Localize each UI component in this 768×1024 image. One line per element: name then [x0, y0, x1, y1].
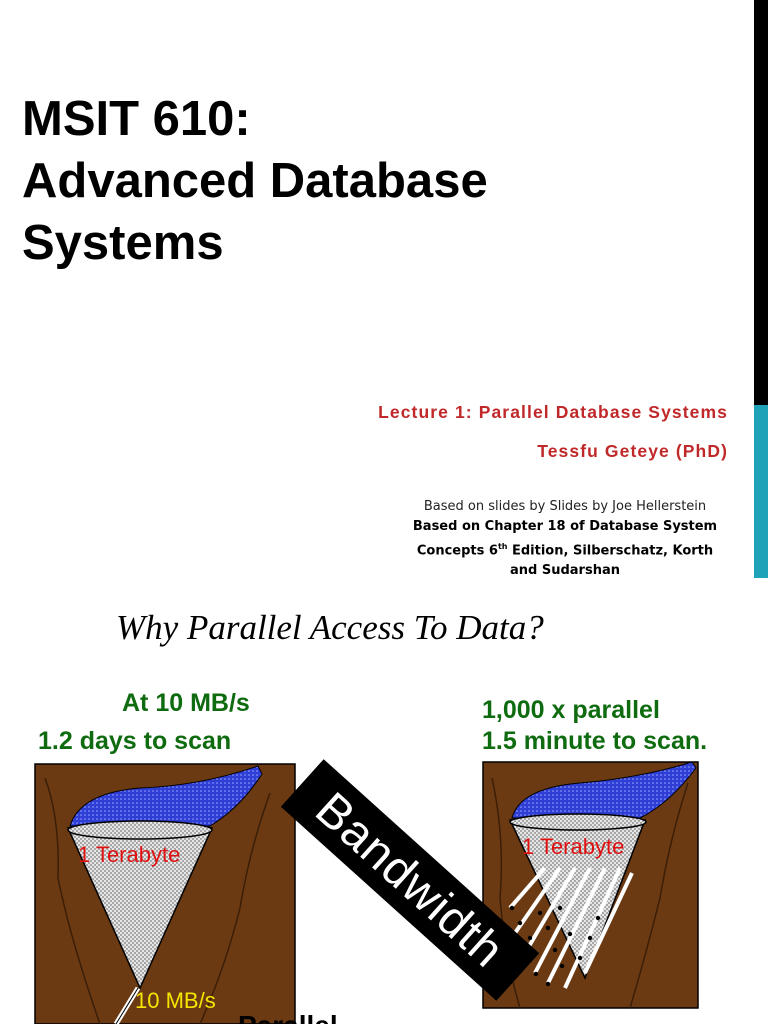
accent-bar-teal — [754, 405, 768, 578]
slide2-title: Why Parallel Access To Data? — [116, 608, 544, 647]
lecture-subtitle: Lecture 1: Parallel Database Systems — [378, 402, 728, 422]
author-name: Tessfu Geteye (PhD) — [537, 441, 728, 461]
credit-line-4: and Sudarshan — [510, 563, 620, 578]
left-caption-rate: At 10 MB/s — [122, 689, 250, 717]
funnel-illustration — [34, 761, 699, 1024]
credit-line-3b: Edition, Silberschatz, Korth — [507, 543, 714, 559]
right-caption-parallel: 1,000 x parallel — [482, 696, 660, 724]
right-caption-time: 1.5 minute to scan. — [482, 727, 708, 755]
credit-superscript: th — [497, 542, 508, 551]
left-caption-time: 1.2 days to scan — [38, 727, 232, 755]
left-water — [69, 765, 263, 827]
credits-block: Based on slides by Slides by Joe Hellers… — [395, 497, 735, 578]
accent-bar-black — [754, 0, 768, 405]
credit-line-3: Concepts 6th Edition, Silberschatz, Kort… — [395, 537, 735, 561]
title-line-3: Systems — [22, 216, 224, 270]
right-water — [511, 761, 697, 819]
left-terabyte-label: 1 Terabyte — [78, 842, 181, 867]
throughput-label: 10 MB/s — [135, 988, 216, 1013]
right-terabyte-label: 1 Terabyte — [522, 834, 625, 859]
stream-droplets — [509, 905, 601, 987]
credit-line-1: Based on slides by Slides by Joe Hellers… — [423, 499, 707, 514]
credit-line-2: Based on Chapter 18 of Database System — [412, 519, 718, 534]
slide-title: MSIT 610: Advanced Database Systems — [22, 88, 488, 274]
credit-line-3a: Concepts 6 — [416, 543, 498, 559]
parallel-access-slide: Why Parallel Access To Data? At 10 MB/s … — [0, 578, 768, 1024]
parallel-streams — [508, 866, 634, 989]
title-line-2: Advanced Database — [22, 154, 488, 208]
bottom-cut-off-text: Parallel — [238, 1010, 338, 1024]
title-slide: MSIT 610: Advanced Database Systems Lect… — [22, 0, 768, 578]
title-line-1: MSIT 610: — [22, 92, 251, 146]
